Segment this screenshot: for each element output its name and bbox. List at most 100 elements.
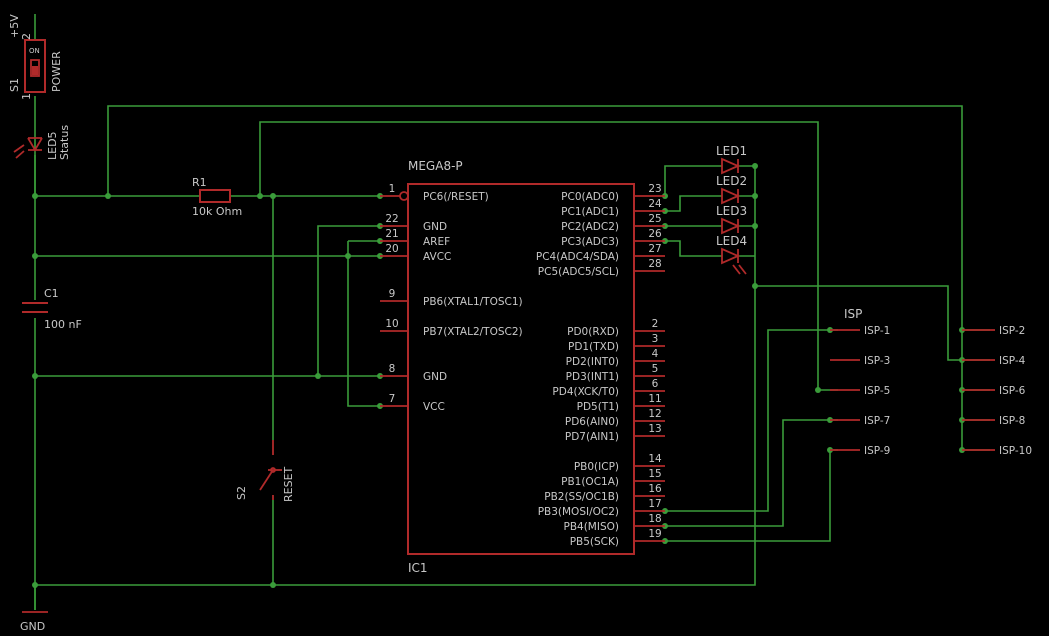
- ic-pin-number: 4: [652, 348, 659, 360]
- wire-led2: [665, 195, 722, 212]
- junction: [257, 193, 263, 199]
- power-switch-s1: +5V ON 2 1 S1 POWER: [8, 14, 63, 100]
- ic-pin-label: PD4(XCK/T0): [552, 386, 619, 398]
- s2-value: RESET: [282, 466, 295, 502]
- capacitor-c1: C1 100 nF: [22, 287, 82, 331]
- ic-pin-label: GND: [423, 371, 447, 383]
- isp-pin-label: ISP-6: [999, 385, 1026, 397]
- ic-left-pins: 1PC6(/RESET)22GND21AREF20AVCC9PB6(XTAL1/…: [380, 183, 523, 413]
- ic-pin-number: 9: [389, 288, 396, 300]
- led-status: LED5 Status: [13, 125, 71, 160]
- ic-pin-label: PD2(INT0): [566, 356, 619, 368]
- s1-name: S1: [8, 78, 21, 92]
- c1-value: 100 nF: [44, 318, 82, 331]
- ic-pin-number: 22: [385, 213, 398, 225]
- ic-pin-number: 14: [648, 453, 662, 465]
- wire-led-stub: [738, 165, 755, 257]
- ic-pin-number: 11: [648, 393, 661, 405]
- isp-pin-label: ISP-8: [999, 415, 1025, 427]
- ic-pin-label: PD1(TXD): [568, 341, 619, 353]
- wire-vcc-to-isp2: [107, 105, 990, 331]
- gnd-label: GND: [20, 620, 45, 633]
- ic-pin-number: 17: [648, 498, 661, 510]
- junction: [752, 193, 758, 199]
- ic-pin-label: PB1(OC1A): [561, 476, 619, 488]
- ic-pin-number: 18: [648, 513, 661, 525]
- junction: [32, 193, 38, 199]
- ic-pin-label: PC6(/RESET): [423, 191, 489, 203]
- junction: [270, 582, 276, 588]
- junction: [815, 387, 821, 393]
- led-name: LED4: [716, 234, 747, 248]
- wires: [34, 96, 990, 610]
- wire-reset-to-isp5: [259, 121, 838, 391]
- led5-value: Status: [58, 125, 71, 160]
- ic-pin-label: PC3(ADC3): [561, 236, 619, 248]
- ic-pin-number: 12: [648, 408, 661, 420]
- led-name: LED1: [716, 144, 747, 158]
- ic-pin-label: GND: [423, 221, 447, 233]
- ic-name: IC1: [408, 561, 428, 575]
- junction: [105, 193, 111, 199]
- ic-pin-label: AVCC: [423, 251, 451, 263]
- junction: [752, 223, 758, 229]
- ic-pin-number: 26: [648, 228, 662, 240]
- junction: [32, 373, 38, 379]
- junction: [752, 283, 758, 289]
- ic-type: MEGA8-P: [408, 159, 463, 173]
- led-name: LED3: [716, 204, 747, 218]
- s2-name: S2: [235, 486, 248, 500]
- led-name: LED2: [716, 174, 747, 188]
- wire-gnd22: [317, 225, 380, 376]
- resistor-r1: R1 10k Ohm: [192, 176, 242, 218]
- ic-pin-number: 3: [652, 333, 659, 345]
- wire-vcc7: [347, 241, 380, 407]
- ic-pin-label: PD3(INT1): [566, 371, 619, 383]
- ic-pin-number: 25: [648, 213, 661, 225]
- reset-switch-s2: S2 RESET: [235, 440, 295, 502]
- isp-pin-label: ISP-4: [999, 355, 1026, 367]
- ic-pin-label: PB2(SS/OC1B): [544, 491, 619, 503]
- wire-sck: [665, 449, 838, 542]
- isp-pin-label: ISP-2: [999, 325, 1025, 337]
- ic-pin-label: PC4(ADC4/SDA): [536, 251, 619, 263]
- ic-pin-number: 2: [652, 318, 659, 330]
- ic-pin-number: 5: [652, 363, 659, 375]
- ic-pin-label: PD5(T1): [577, 401, 619, 413]
- ic-pin-number: 23: [648, 183, 661, 195]
- r1-name: R1: [192, 176, 207, 189]
- ic-pin-label: PB0(ICP): [574, 461, 619, 473]
- ic-pin-label: AREF: [423, 236, 450, 248]
- ic-pin-number: 13: [648, 423, 661, 435]
- wire-mosi: [665, 329, 838, 512]
- ic-pin-number: 6: [652, 378, 659, 390]
- led-1: LED1: [716, 144, 747, 175]
- led-4: LED4: [716, 234, 747, 275]
- led-2: LED2: [716, 174, 747, 205]
- ic-pin-label: PC5(ADC5/SCL): [538, 266, 619, 278]
- junction: [345, 253, 351, 259]
- ic-pin-label: PD7(AIN1): [565, 431, 619, 443]
- isp-pin-label: ISP-10: [999, 445, 1032, 457]
- ground-symbol: GND: [20, 585, 48, 633]
- ic-pin-label: PB5(SCK): [570, 536, 619, 548]
- isp-pin-label: ISP-7: [864, 415, 890, 427]
- s1-value: POWER: [50, 51, 63, 92]
- ic-pin-label: PB4(MISO): [564, 521, 620, 533]
- s1-pin-bottom: 1: [20, 93, 33, 100]
- ic-pin-label: PC1(ADC1): [561, 206, 619, 218]
- ic-pin-number: 7: [389, 393, 396, 405]
- wire-led-common: [754, 166, 962, 361]
- s1-pin-top: 2: [20, 33, 33, 40]
- supply-label: +5V: [8, 14, 21, 38]
- ic-pin-number: 28: [648, 258, 661, 270]
- c1-name: C1: [44, 287, 59, 300]
- ic-pin-label: PD0(RXD): [567, 326, 619, 338]
- isp-connector: ISP ISP-1ISP-3ISP-5ISP-7ISP-9ISP-2ISP-4I…: [830, 307, 1032, 457]
- ic-pin-label: PD6(AIN0): [565, 416, 619, 428]
- junction: [270, 193, 276, 199]
- ic-right-pins: 23PC0(ADC0)24PC1(ADC1)25PC2(ADC2)26PC3(A…: [536, 183, 665, 548]
- ic-pin-number: 8: [389, 363, 396, 375]
